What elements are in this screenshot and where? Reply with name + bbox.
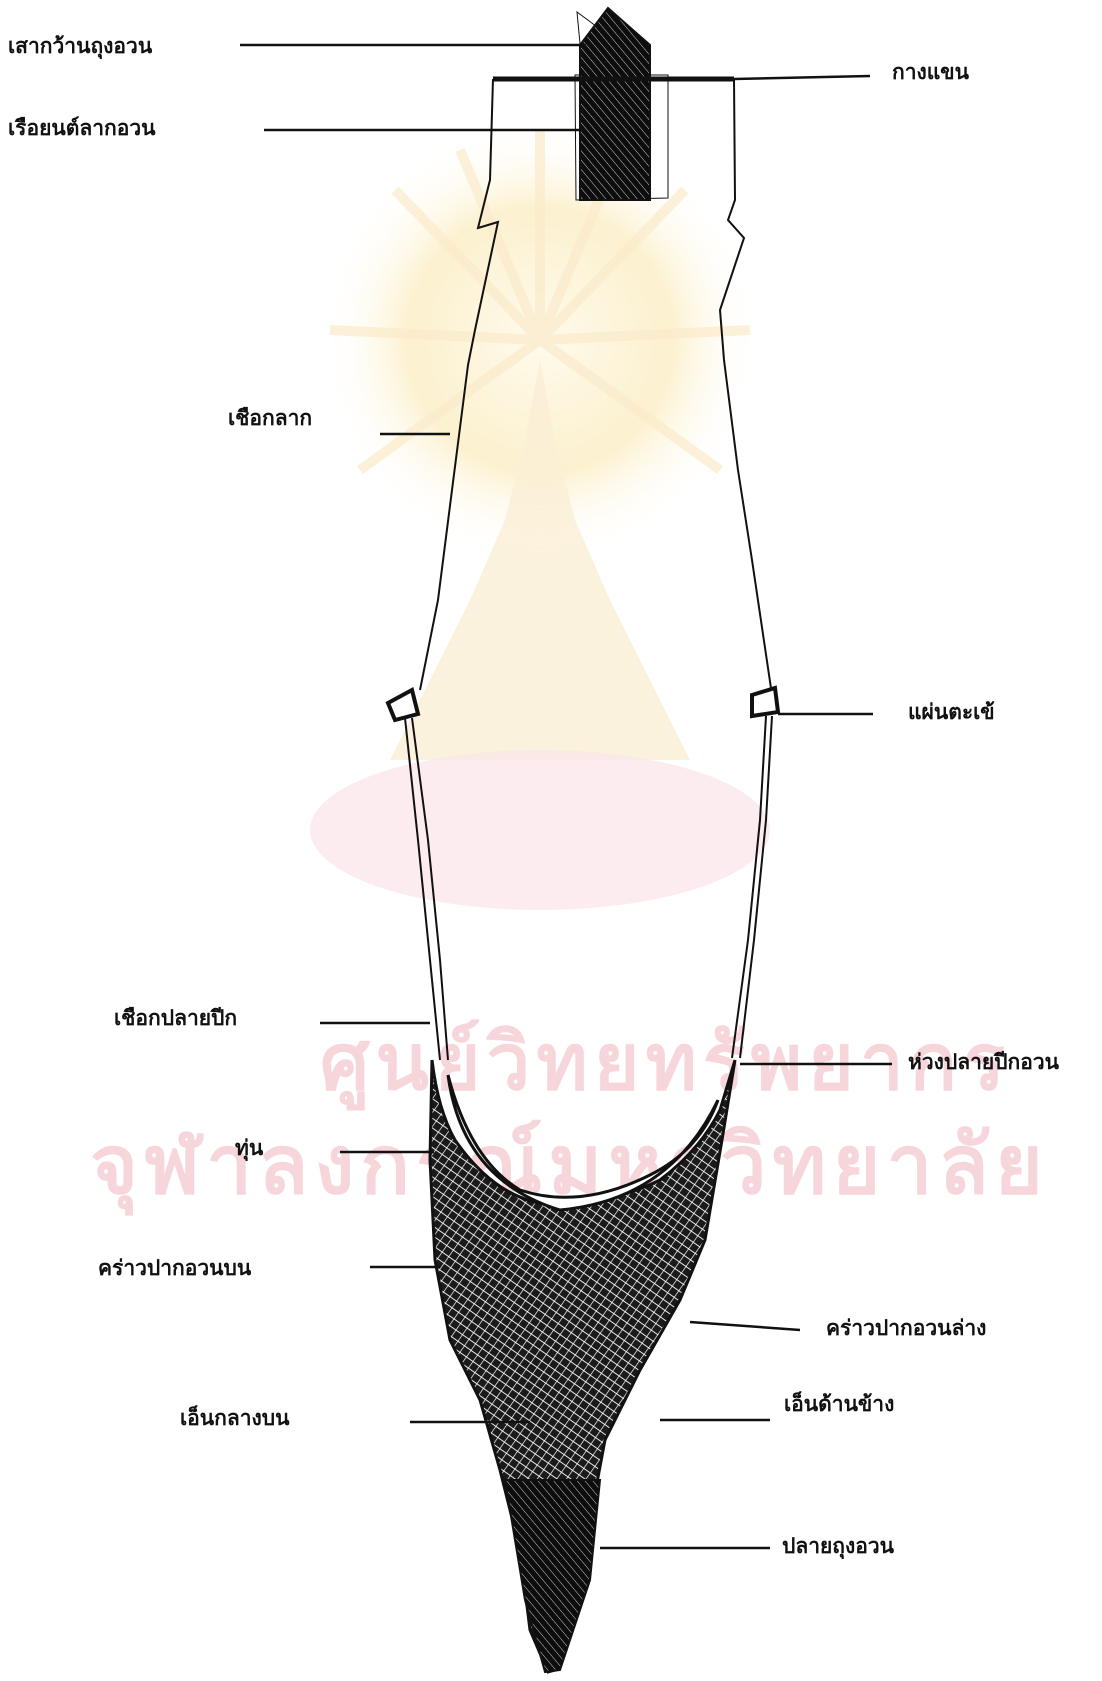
wing-rope-left-b [412, 718, 448, 1060]
label-otter-board: แผ่นตะเข้ [908, 702, 995, 723]
label-codend: ปลายถุงอวน [782, 1536, 894, 1557]
leader-lower-footrope [690, 1322, 800, 1330]
otter-board-right [752, 688, 778, 716]
tow-rope-left [420, 79, 498, 690]
label-float: ทุ่น [235, 1138, 263, 1159]
label-pole: เสากว้านถุงอวน [8, 36, 152, 57]
wing-rope-left-a [405, 718, 440, 1060]
label-upper-headrope: คร่าวปากอวนบน [98, 1258, 251, 1279]
label-upper-center-seam: เอ็นกลางบน [180, 1408, 289, 1429]
label-side-seam: เอ็นด้านข้าง [784, 1394, 894, 1415]
label-boom: กางแขน [892, 62, 969, 83]
label-wing-end-rope: เชือกปลายปีก [114, 1008, 237, 1029]
tow-rope-right [720, 79, 772, 695]
label-boat: เรือยนต์ลากอวน [8, 118, 156, 139]
otter-board-left [388, 690, 418, 720]
label-lower-footrope: คร่าวปากอวนล่าง [826, 1318, 986, 1339]
wing-rope-right-a [732, 716, 766, 1058]
codend-shape [505, 1480, 600, 1672]
label-wing-end-loop: ห่วงปลายปีกอวน [908, 1052, 1059, 1073]
wing-rope-right-b [740, 716, 772, 1058]
boat-bow [580, 8, 650, 200]
leader-boom [734, 76, 870, 79]
label-tow-rope: เชือกลาก [228, 408, 312, 429]
